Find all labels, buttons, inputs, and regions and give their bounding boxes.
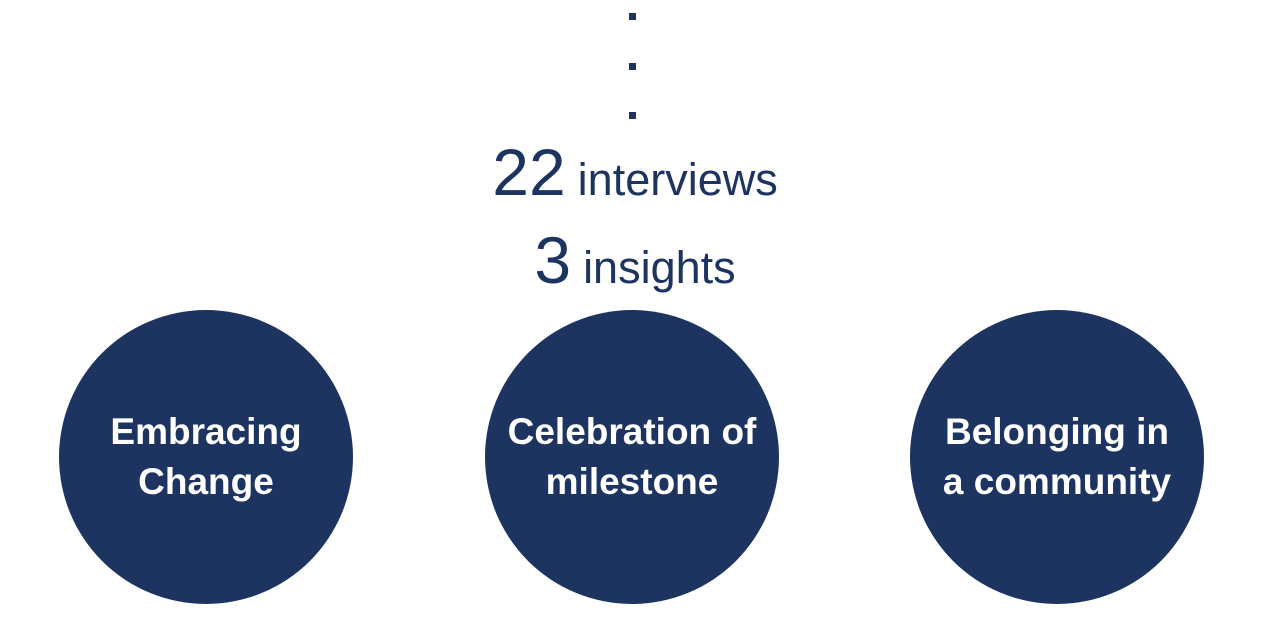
ellipsis-dot bbox=[629, 63, 636, 70]
ellipsis-dot bbox=[629, 112, 636, 119]
insight-label-line: Belonging in bbox=[944, 411, 1170, 452]
interviews-count: 22 bbox=[492, 135, 566, 209]
insight-circle-embracing-change: Embracing Change bbox=[59, 310, 353, 604]
insight-label-line: Celebration of bbox=[507, 411, 757, 452]
ellipsis-dot bbox=[629, 13, 636, 20]
interviews-label: interviews bbox=[577, 154, 778, 205]
insights-label: insights bbox=[583, 242, 736, 293]
insight-circle-belonging-in-a-community: Belonging in a community bbox=[910, 310, 1204, 604]
insights-count: 3 bbox=[534, 223, 572, 297]
insight-label-line: milestone bbox=[545, 461, 719, 502]
insight-label-line: Change bbox=[138, 461, 274, 502]
insight-label: Celebration of milestone bbox=[485, 407, 779, 507]
insight-circle-celebration-of-milestone: Celebration of milestone bbox=[485, 310, 779, 604]
insight-label: Embracing Change bbox=[59, 407, 353, 507]
insight-label-line: Embracing bbox=[110, 411, 302, 452]
insight-label: Belonging in a community bbox=[910, 407, 1204, 507]
insight-label-line: a community bbox=[942, 461, 1172, 502]
